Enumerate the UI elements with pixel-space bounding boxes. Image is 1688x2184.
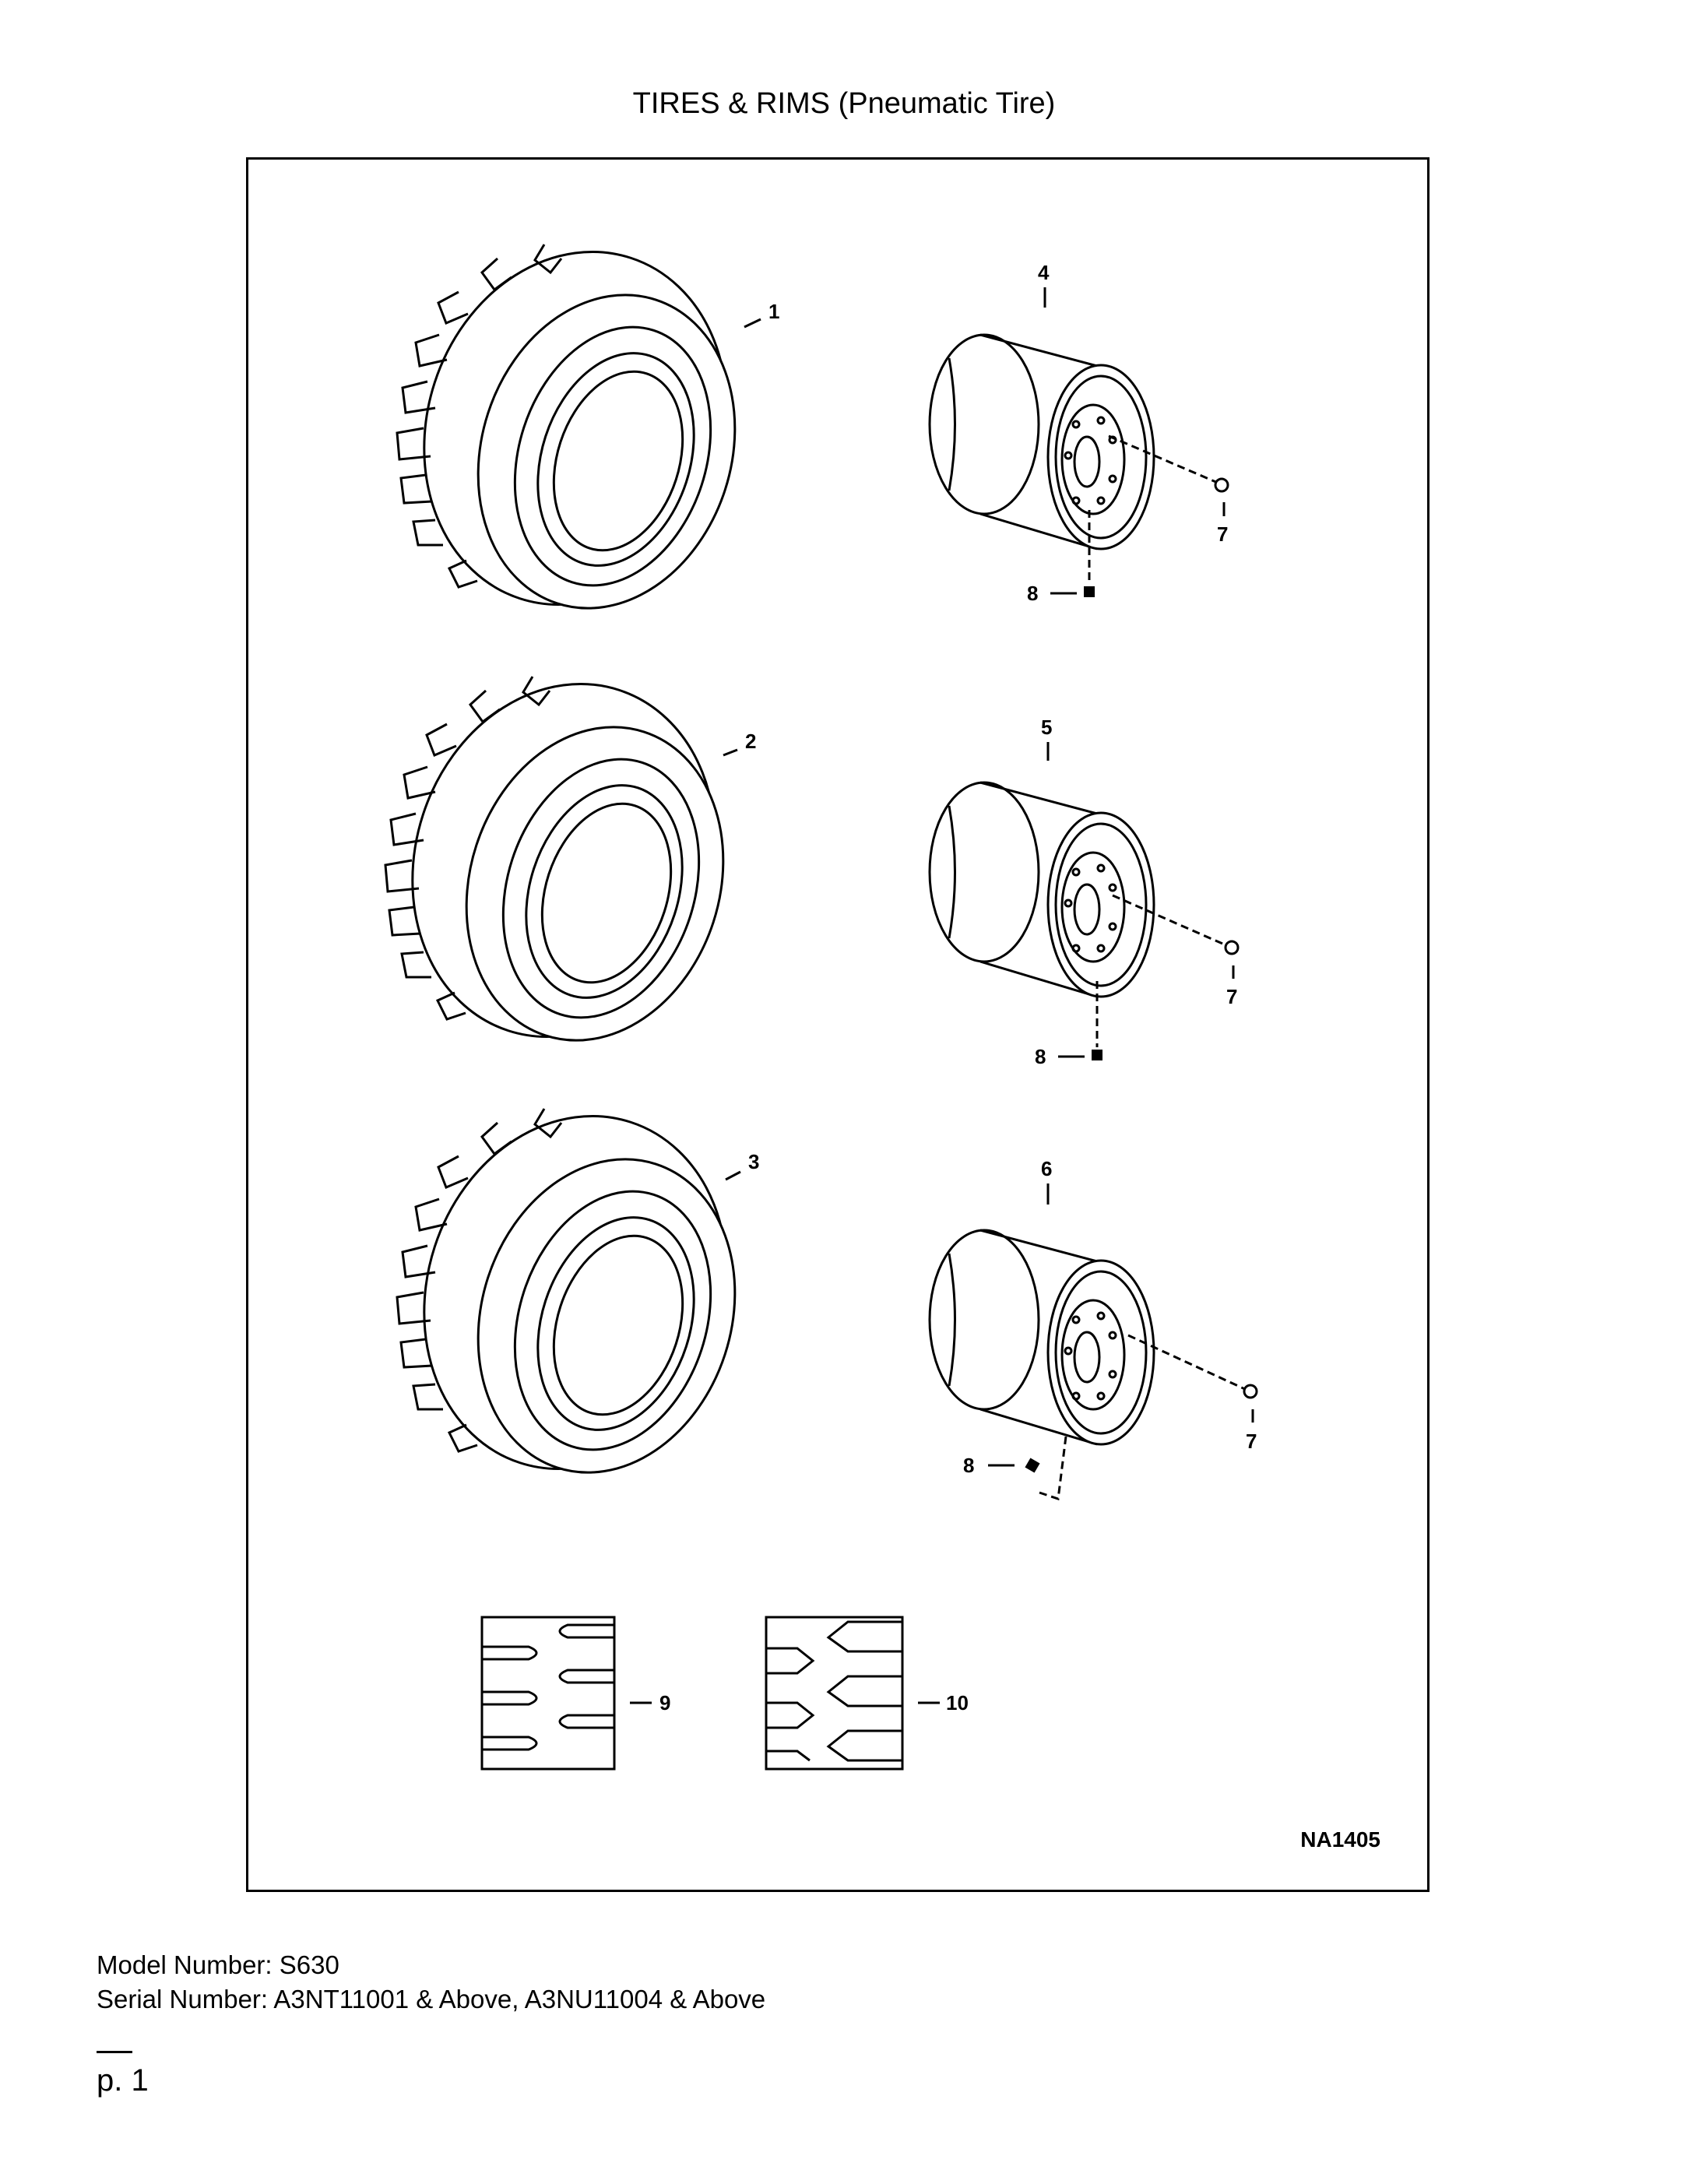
callout-7c: 7: [1246, 1430, 1257, 1453]
parts-diagram: 1 2 3 4 7 8 5 7 8: [366, 211, 1258, 1771]
leader-2: [723, 748, 738, 757]
callout-8a: 8: [1027, 582, 1038, 605]
callout-6: 6: [1041, 1157, 1052, 1180]
page-number-rule: [97, 2051, 132, 2053]
model-number: Model Number: S630: [97, 1950, 339, 1979]
callout-3: 3: [748, 1150, 759, 1173]
rim-6: [928, 1229, 1155, 1446]
lug-nut-icon: [1224, 940, 1240, 955]
callout-1: 1: [768, 300, 779, 323]
callout-8c: 8: [963, 1454, 974, 1477]
lug-nut-icon: [1243, 1384, 1258, 1399]
callout-10: 10: [946, 1691, 969, 1714]
tread-pattern-10: [765, 1616, 904, 1771]
page-number: p. 1: [97, 2063, 149, 2098]
dashed-leader-7a: [1108, 434, 1219, 484]
dashed-leader-8c: [1039, 1436, 1067, 1501]
leader-1: [744, 318, 761, 329]
callout-8b: 8: [1035, 1045, 1046, 1068]
valve-stem-icon: [1092, 1050, 1102, 1060]
callout-4: 4: [1038, 261, 1050, 284]
tread-pattern-9: [480, 1616, 616, 1771]
callout-5: 5: [1041, 716, 1052, 739]
callout-2: 2: [745, 730, 756, 753]
rim-5: [928, 781, 1155, 998]
leader-3: [725, 1170, 741, 1181]
valve-stem-icon: [1084, 586, 1095, 597]
dashed-leader-7c: [1127, 1334, 1247, 1391]
parts-diagram-frame: 1 2 3 4 7 8 5 7 8: [246, 157, 1430, 1892]
page-title: TIRES & RIMS (Pneumatic Tire): [632, 87, 1056, 120]
callout-7b: 7: [1226, 985, 1237, 1008]
callout-7a: 7: [1217, 522, 1228, 546]
valve-stem-icon: [1025, 1458, 1040, 1473]
tire-1: [378, 211, 776, 645]
callout-9: 9: [659, 1691, 670, 1714]
figure-reference-code: NA1405: [1300, 1827, 1380, 1852]
tire-3: [378, 1075, 776, 1510]
serial-number: Serial Number: A3NT11001 & Above, A3NU11…: [97, 1985, 766, 2013]
lug-nut-icon: [1214, 477, 1229, 493]
dashed-leader-7b: [1112, 894, 1229, 948]
tire-2: [366, 643, 765, 1078]
